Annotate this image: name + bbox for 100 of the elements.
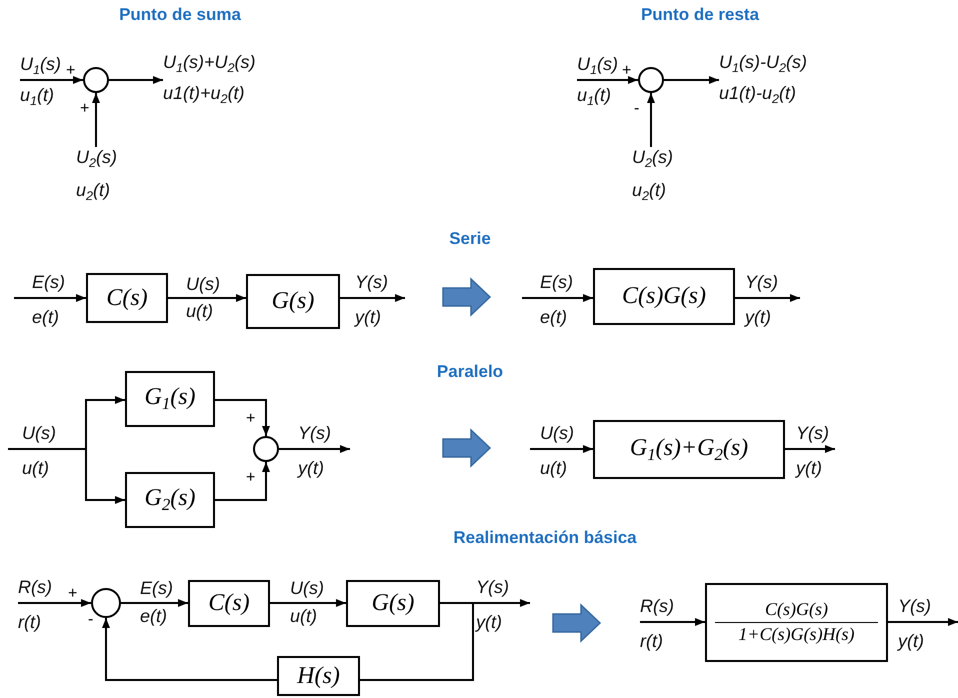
- section-heading: Serie: [449, 229, 491, 249]
- transfer-function: G$_{1}$(s): [144, 384, 196, 414]
- signal-label: Y(s): [745, 272, 778, 293]
- transfer-function-box: [246, 274, 340, 329]
- signal-label: U(s): [540, 423, 574, 444]
- transfer-function-box: [188, 580, 270, 627]
- signal-label: u(t): [186, 301, 213, 322]
- signal-label: E(s): [540, 272, 573, 293]
- arrow: [121, 599, 188, 607]
- transfer-function: G(s): [372, 590, 414, 617]
- signal-label: U$_{1}$(s): [20, 54, 62, 78]
- connector-line: [360, 602, 474, 681]
- signal-label: e(t): [32, 307, 59, 328]
- signal-label: u1(t)+u$_{2}$(t): [163, 82, 245, 106]
- arrow: [279, 445, 350, 453]
- closed-loop-transfer-box: [705, 583, 888, 662]
- section-heading: Punto de suma: [119, 5, 241, 25]
- arrow: [92, 93, 100, 147]
- signal-label: U$_{2}$(s): [76, 147, 118, 170]
- arrow: [340, 294, 405, 302]
- transfer-function: C(s): [106, 284, 148, 312]
- transfer-function: G$_{1}$(s)+G$_{2}$(s): [630, 434, 748, 464]
- signal-label: Y(s): [476, 577, 509, 598]
- signal-label: y(t): [898, 631, 924, 652]
- signal-label: U(s): [290, 578, 324, 599]
- sign-label: -: [634, 101, 640, 117]
- arrow: [102, 618, 277, 681]
- section-heading: Punto de resta: [640, 5, 760, 25]
- signal-label: u$_{2}$(t): [632, 180, 666, 203]
- section-heading: Realimentación básica: [453, 528, 637, 548]
- transfer-function: H(s): [297, 662, 340, 690]
- transfer-function: C(s): [208, 590, 250, 617]
- signal-label: r(t): [18, 612, 41, 633]
- signal-label: r(t): [640, 631, 663, 652]
- arrow: [647, 93, 655, 147]
- transfer-function-box: [125, 472, 215, 528]
- signal-label: u$_{1}$(t): [20, 84, 54, 108]
- transfer-function-box: [593, 420, 785, 479]
- arrow: [270, 599, 346, 607]
- signal-label: y(t): [298, 458, 324, 479]
- signal-label: U$_{1}$(s)+U$_{2}$(s): [163, 52, 256, 76]
- sign-label: +: [246, 470, 256, 486]
- numerator: C(s)G(s): [715, 598, 878, 623]
- section-heading: Paralelo: [436, 362, 504, 382]
- signal-label: R(s): [640, 596, 674, 617]
- signal-label: R(s): [18, 577, 52, 598]
- signal-label: u(t): [22, 458, 49, 479]
- signal-label: U(s): [22, 423, 56, 444]
- signal-label: U$_{1}$(s): [577, 54, 618, 78]
- signal-label: E(s): [32, 272, 65, 293]
- summing-junction: [83, 67, 109, 93]
- arrow: [8, 448, 125, 504]
- sign-label: +: [622, 63, 632, 79]
- arrow: [215, 399, 270, 436]
- arrow: [735, 294, 800, 302]
- arrow: [109, 76, 163, 84]
- signal-label: Y(s): [355, 272, 388, 293]
- signal-label: y(t): [796, 458, 822, 479]
- transfer-function-box: [125, 371, 215, 427]
- signal-label: Y(s): [898, 596, 931, 617]
- signal-label: y(t): [476, 612, 502, 633]
- signal-label: y(t): [745, 307, 771, 328]
- transfer-function-box: [277, 656, 360, 696]
- signal-label: E(s): [140, 578, 173, 599]
- sign-label: +: [66, 63, 76, 79]
- summing-junction: [638, 67, 664, 93]
- signal-label: u(t): [540, 458, 567, 479]
- transfer-function-box: [86, 273, 168, 323]
- sign-label: +: [68, 586, 78, 602]
- arrow: [577, 76, 638, 84]
- arrow: [20, 76, 83, 84]
- signal-label: u(t): [290, 606, 317, 627]
- summing-junction: [91, 588, 121, 618]
- signal-label: u$_{1}$(t): [577, 84, 612, 108]
- sign-label: -: [88, 612, 94, 628]
- signal-label: Y(s): [298, 423, 331, 444]
- arrow: [888, 618, 958, 626]
- signal-label: Y(s): [796, 423, 829, 444]
- signal-label: e(t): [140, 606, 167, 627]
- sign-label: +: [80, 101, 90, 117]
- arrow: [215, 462, 270, 501]
- summing-junction: [253, 436, 279, 462]
- transfer-function: G(s): [272, 288, 314, 315]
- arrow: [18, 599, 91, 607]
- arrow: [530, 445, 593, 453]
- transfer-function-box: [346, 580, 440, 627]
- arrow: [640, 618, 705, 626]
- signal-label: u$_{2}$(t): [76, 180, 110, 203]
- signal-label: u1(t)-u$_{2}$(t): [719, 82, 796, 106]
- arrow: [664, 76, 719, 84]
- signal-label: e(t): [540, 307, 567, 328]
- signal-label: U$_{2}$(s): [632, 147, 674, 170]
- signal-label: U(s): [186, 274, 220, 295]
- signal-label: y(t): [355, 307, 381, 328]
- denominator: 1+C(s)G(s)H(s): [737, 623, 856, 646]
- arrow: [785, 445, 835, 453]
- transfer-function: G$_{2}$(s): [144, 485, 196, 515]
- arrow: [14, 294, 86, 302]
- arrow: [522, 294, 593, 302]
- sign-label: +: [246, 411, 256, 427]
